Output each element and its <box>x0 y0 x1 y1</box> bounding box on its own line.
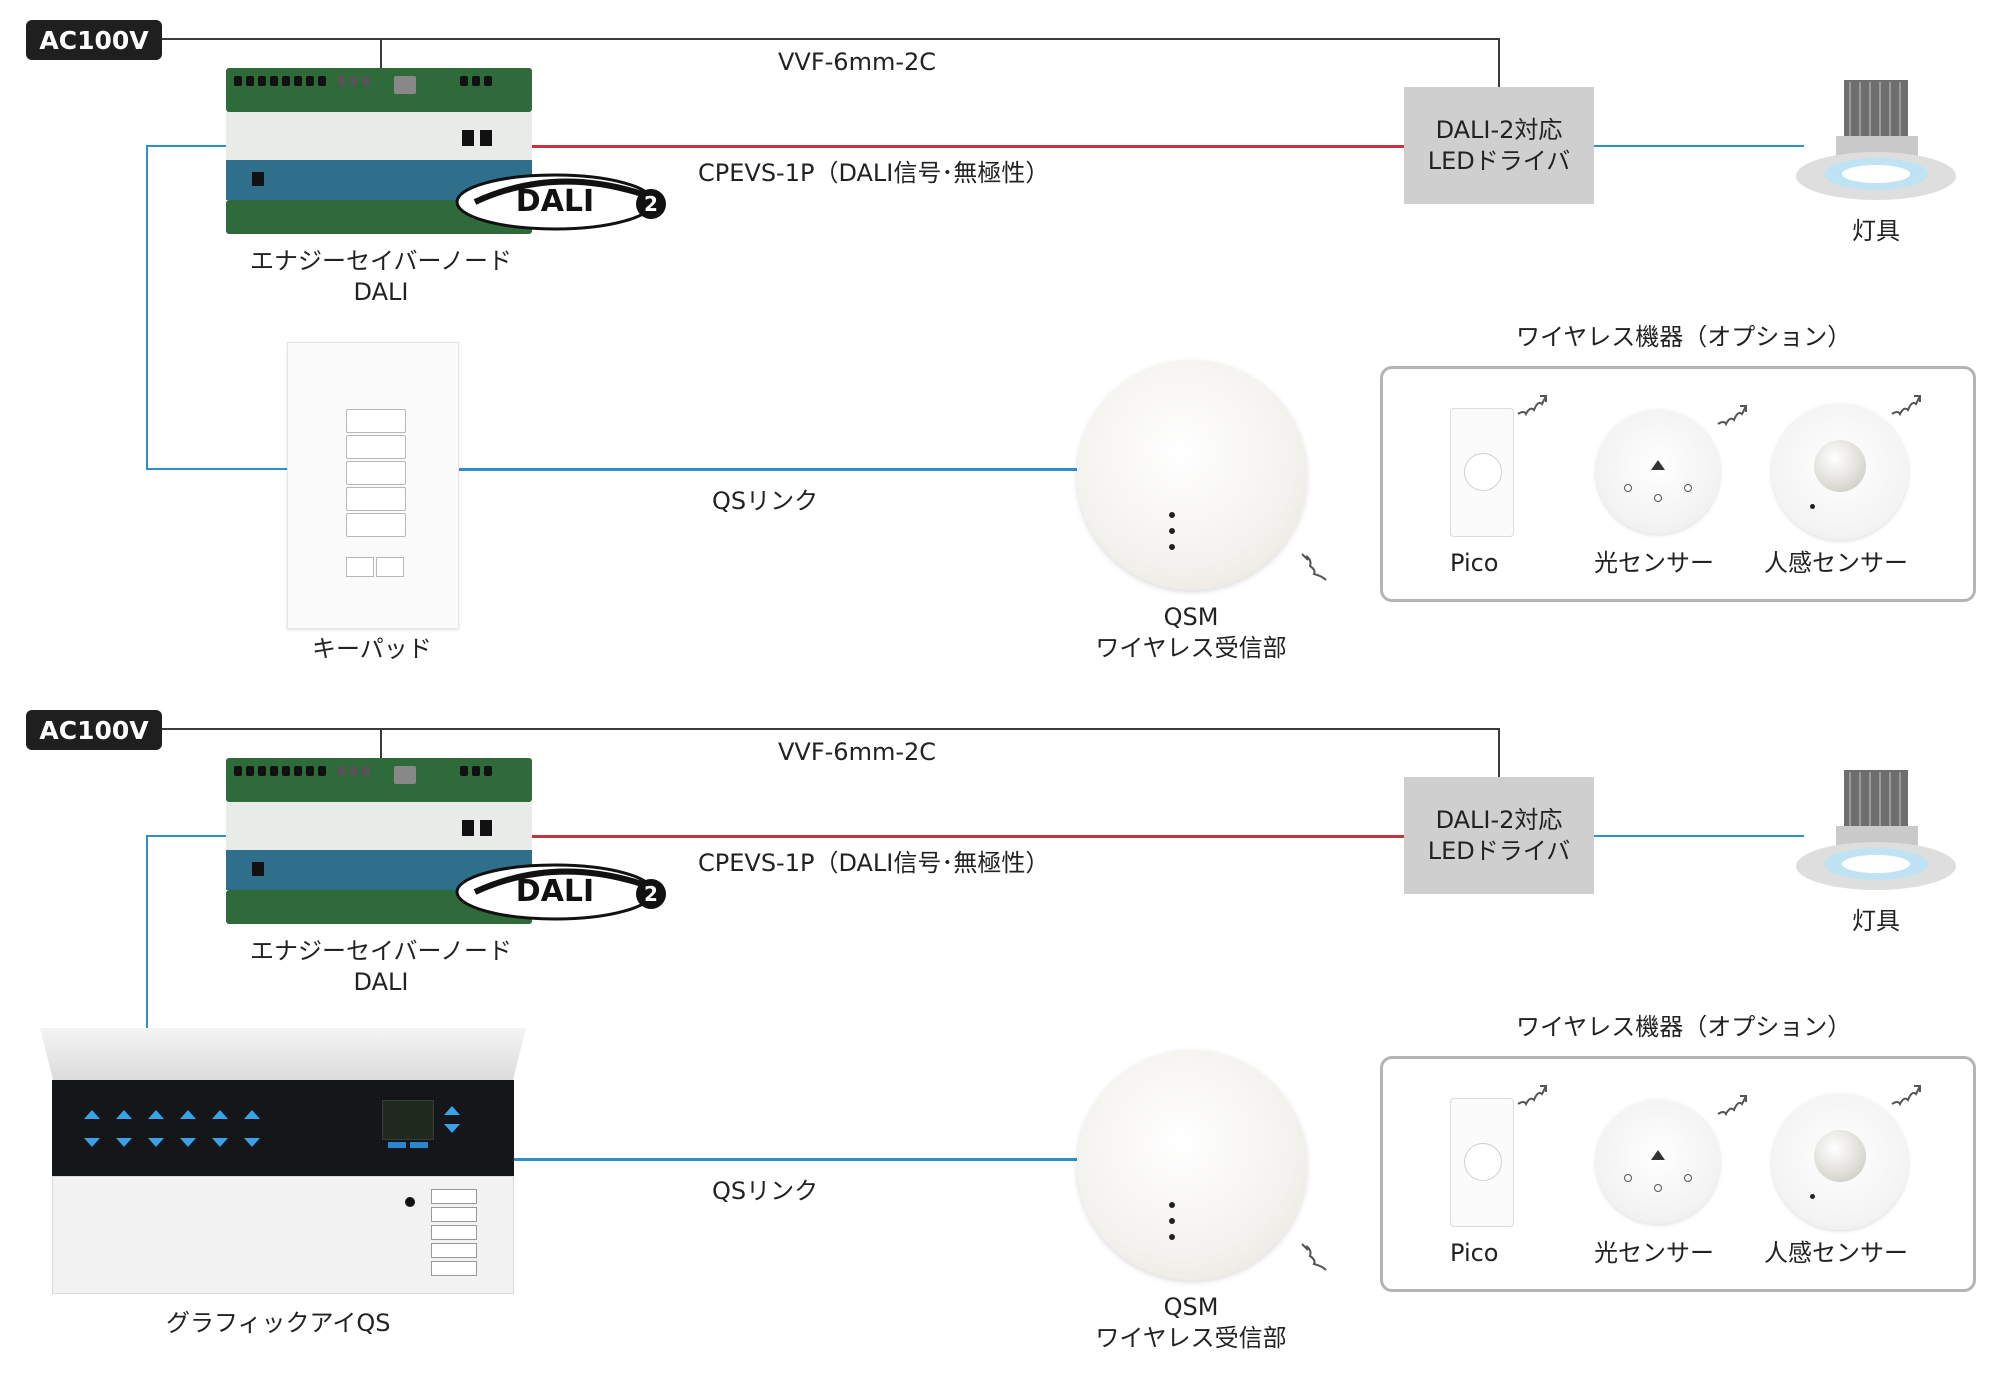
wireless-devices-box <box>1380 1056 1976 1292</box>
qsm-label-line2: ワイヤレス受信部 <box>1095 1324 1287 1352</box>
device-label-pico: Pico <box>1450 549 1499 577</box>
device-label-pico: Pico <box>1450 1239 1499 1267</box>
qs-link-label: QSリンク <box>712 1177 819 1205</box>
wireless-signal-icon <box>1717 405 1747 427</box>
light-sensor-image <box>1596 410 1720 534</box>
qs-link-wire <box>457 468 1077 471</box>
downlight-fixture-image <box>1796 770 1956 890</box>
qsm-label: QSM ワイヤレス受信部 <box>1086 602 1296 664</box>
power-wire-drop-node <box>380 728 382 760</box>
device-label-occupancy-sensor: 人感センサー <box>1764 1239 1908 1267</box>
node-label-line2: DALI <box>353 278 409 306</box>
wireless-signal-icon <box>1891 395 1921 417</box>
qsm-wireless-receiver <box>1077 360 1307 590</box>
wireless-devices-box <box>1380 366 1976 602</box>
dali-2-logo: DALI 2 <box>455 863 666 921</box>
dali-cable-label: CPEVS-1P（DALI信号･無極性） <box>698 849 1050 877</box>
wireless-signal-icon <box>1517 1085 1547 1107</box>
fixture-label: 灯具 <box>1852 217 1900 245</box>
wireless-signal-icon <box>1891 1085 1921 1107</box>
power-cable-label: VVF-6mm-2C <box>778 48 937 76</box>
driver-line2: LEDドライバ <box>1427 836 1571 865</box>
node-label: エナジーセイバーノード DALI <box>246 246 516 308</box>
dali-2-logo: DALI 2 <box>455 173 666 231</box>
wireless-signal-icon <box>1301 1243 1327 1271</box>
wiring-diagram-keypad: AC100V VVF-6mm-2C CPEVS-1P（DALI信号･無極性） Q… <box>26 20 1976 664</box>
qsm-label: QSM ワイヤレス受信部 <box>1086 1292 1296 1354</box>
qsm-label-line1: QSM <box>1163 603 1219 631</box>
qsm-wireless-receiver <box>1077 1050 1307 1280</box>
driver-line1: DALI-2対応 <box>1435 805 1563 834</box>
svg-text:2: 2 <box>644 192 658 216</box>
power-cable-label: VVF-6mm-2C <box>778 738 937 766</box>
driver-line2: LEDドライバ <box>1427 146 1571 175</box>
power-wire <box>160 38 1500 40</box>
dali-wire <box>532 835 1404 838</box>
qs-wire-node-left <box>146 145 228 147</box>
grafik-eye-qs-device <box>40 1028 526 1294</box>
power-source-badge: AC100V <box>26 20 162 60</box>
driver-fixture-wire <box>1594 145 1804 147</box>
qs-wire-to-keypad <box>146 468 287 470</box>
wireless-signal-icon <box>1301 553 1327 581</box>
pico-remote-image <box>1450 408 1514 537</box>
wiring-diagram-grafik-eye: AC100V VVF-6mm-2C CPEVS-1P（DALI信号･無極性） Q… <box>0 690 1996 1380</box>
light-sensor-image <box>1596 1100 1720 1224</box>
power-wire-drop-driver <box>1498 728 1500 778</box>
driver-fixture-wire <box>1594 835 1804 837</box>
energy-saver-node-device <box>226 758 532 924</box>
led-driver-box: DALI-2対応 LEDドライバ <box>1404 777 1594 894</box>
node-label-line1: エナジーセイバーノード <box>249 247 513 275</box>
qs-link-wire <box>514 1158 1077 1161</box>
dali-wire <box>532 145 1404 148</box>
qsm-label-line1: QSM <box>1163 1293 1219 1321</box>
pico-remote-image <box>1450 1098 1514 1227</box>
occupancy-sensor-image <box>1772 404 1908 540</box>
power-source-badge: AC100V <box>26 710 162 750</box>
power-wire <box>160 728 1500 730</box>
qs-link-label: QSリンク <box>712 487 819 515</box>
keypad-device <box>287 342 459 629</box>
downlight-fixture-image <box>1796 80 1956 200</box>
wireless-signal-icon <box>1717 1095 1747 1117</box>
led-driver-box: DALI-2対応 LEDドライバ <box>1404 87 1594 204</box>
power-wire-drop-driver <box>1498 38 1500 88</box>
qs-wire-vertical <box>146 145 148 470</box>
driver-line1: DALI-2対応 <box>1435 115 1563 144</box>
fixture-label: 灯具 <box>1852 907 1900 935</box>
occupancy-sensor-image <box>1772 1094 1908 1230</box>
qsm-label-line2: ワイヤレス受信部 <box>1095 634 1287 662</box>
device-label-occupancy-sensor: 人感センサー <box>1764 549 1908 577</box>
svg-text:2: 2 <box>644 882 658 906</box>
controller-label: グラフィックアイQS <box>166 1309 391 1337</box>
wireless-group-title: ワイヤレス機器（オプション） <box>1516 323 1852 351</box>
qs-wire-vertical <box>146 835 148 1033</box>
wireless-signal-icon <box>1517 395 1547 417</box>
controller-label: キーパッド <box>312 635 432 663</box>
node-label-line1: エナジーセイバーノード <box>249 937 513 965</box>
power-wire-drop-node <box>380 38 382 70</box>
node-label-line2: DALI <box>353 968 409 996</box>
svg-text:DALI: DALI <box>516 184 594 219</box>
device-label-light-sensor: 光センサー <box>1594 1239 1714 1267</box>
svg-text:DALI: DALI <box>516 874 594 909</box>
device-label-light-sensor: 光センサー <box>1594 549 1714 577</box>
node-label: エナジーセイバーノード DALI <box>246 936 516 998</box>
wireless-group-title: ワイヤレス機器（オプション） <box>1516 1013 1852 1041</box>
dali-cable-label: CPEVS-1P（DALI信号･無極性） <box>698 159 1050 187</box>
qs-wire-node-left <box>146 835 228 837</box>
